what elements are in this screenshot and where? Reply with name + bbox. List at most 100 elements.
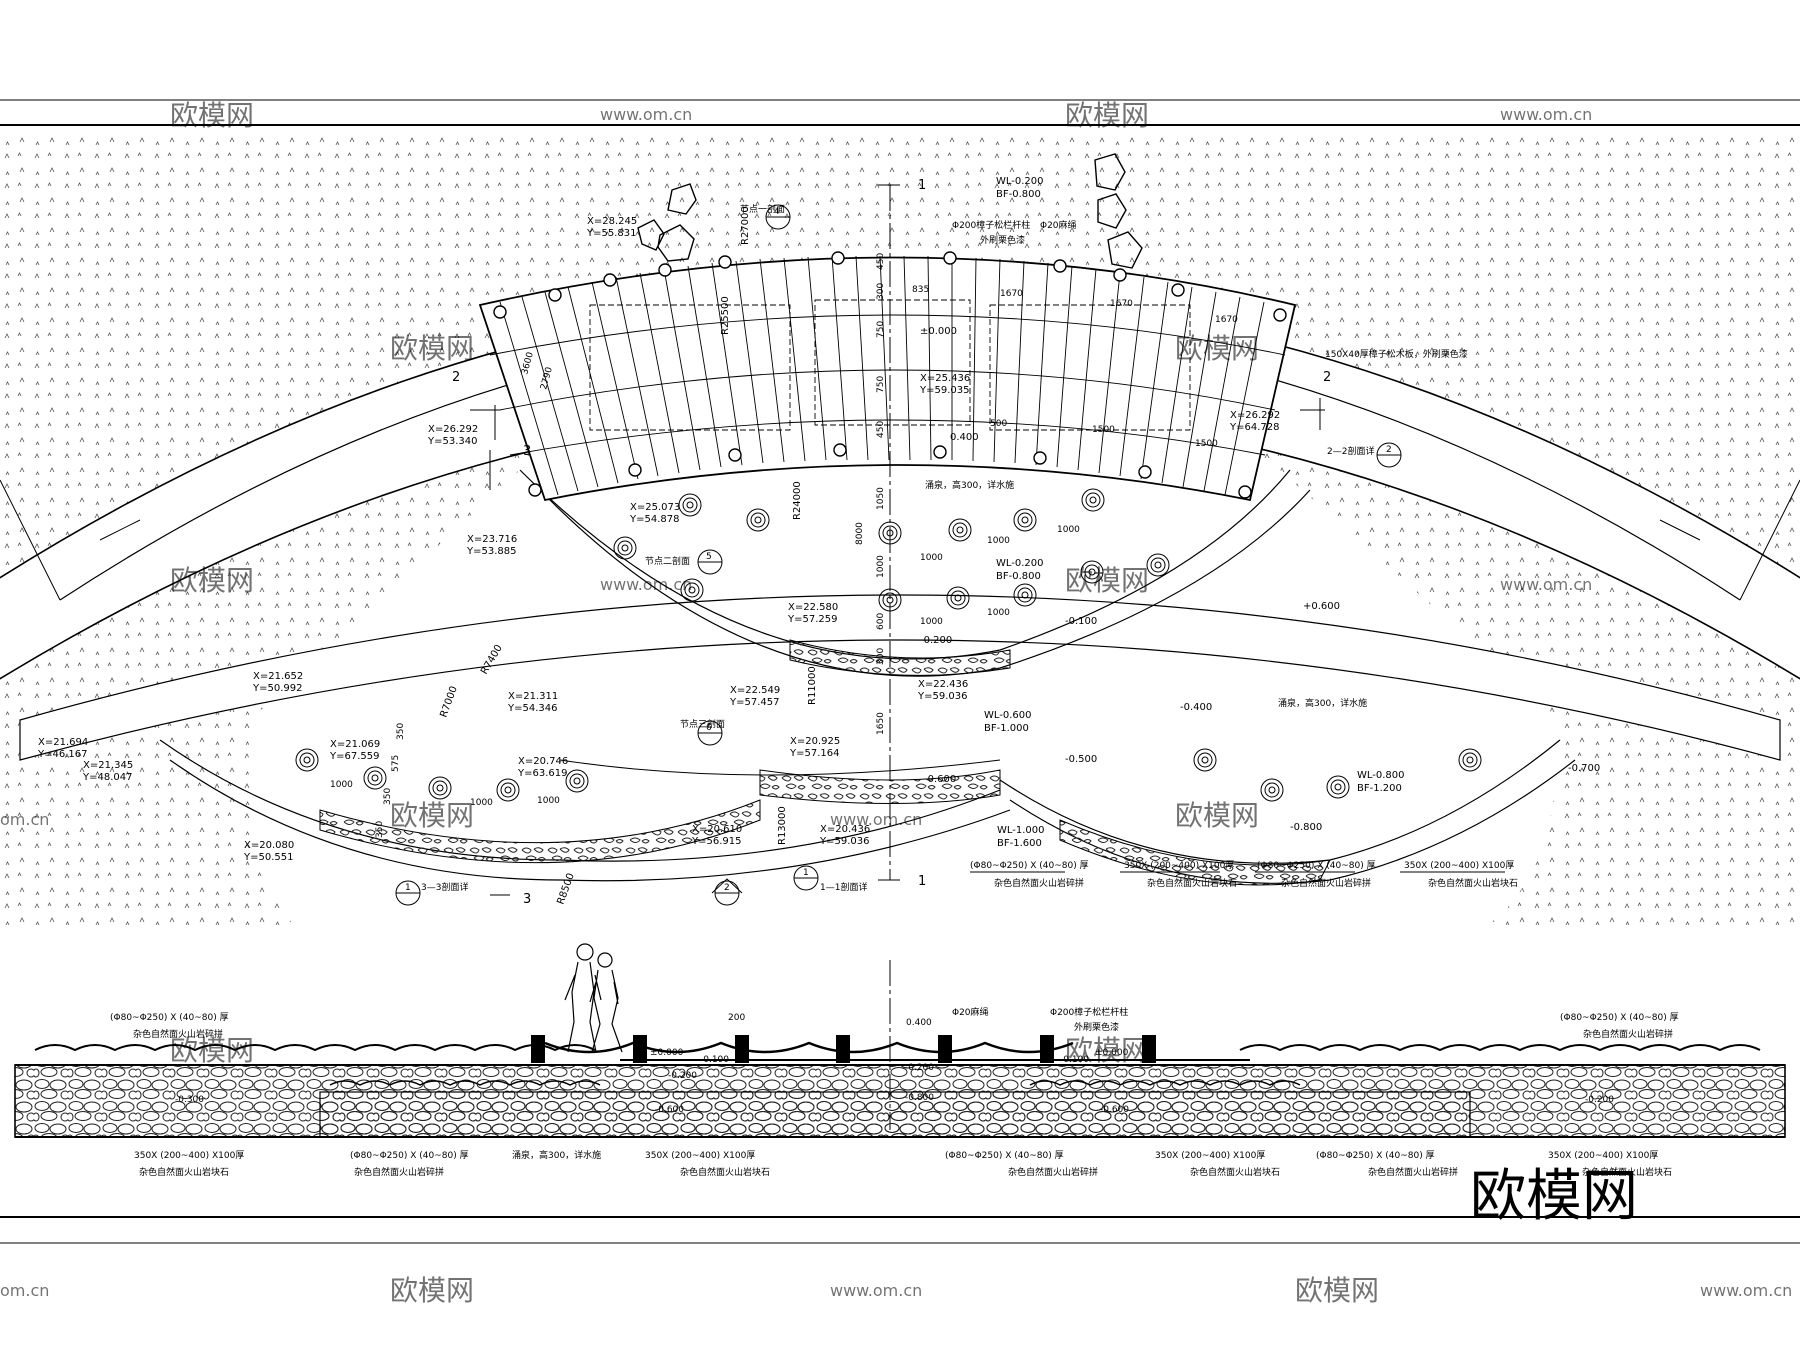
svg-text:2—2剖面详: 2—2剖面详 xyxy=(1327,445,1374,457)
rubble-band-4 xyxy=(1059,819,1331,886)
svg-text:2: 2 xyxy=(724,883,730,893)
svg-text:Y=46.167: Y=46.167 xyxy=(37,749,87,760)
svg-text:1—1剖面详: 1—1剖面详 xyxy=(820,881,867,893)
svg-text:欧模网: 欧模网 xyxy=(1065,1034,1149,1067)
svg-text:-0.700: -0.700 xyxy=(1568,763,1600,774)
svg-text:(Φ80~Φ250) X (40~80) 厚: (Φ80~Φ250) X (40~80) 厚 xyxy=(1257,860,1376,871)
svg-text:450: 450 xyxy=(876,253,886,270)
svg-text:X=25.073: X=25.073 xyxy=(630,502,680,513)
site-plan xyxy=(0,130,1800,925)
svg-text:2: 2 xyxy=(1386,445,1392,455)
svg-text:(Φ80~Φ250) X (40~80) 厚: (Φ80~Φ250) X (40~80) 厚 xyxy=(1560,1012,1679,1023)
svg-text:X=21.069: X=21.069 xyxy=(330,739,380,750)
svg-text:575: 575 xyxy=(391,755,401,772)
elevation-top-notes: (Φ80~Φ250) X (40~80) 厚 杂色自然面火山岩碎拼 (Φ80~Φ… xyxy=(110,1006,1679,1040)
fountain-jets xyxy=(295,488,1482,802)
svg-text:欧模网: 欧模网 xyxy=(170,564,254,597)
svg-text:1: 1 xyxy=(803,868,809,878)
svg-text:X=21.694: X=21.694 xyxy=(38,737,88,748)
svg-text:欧模网: 欧模网 xyxy=(1175,332,1259,365)
svg-text:WL-0.200: WL-0.200 xyxy=(996,176,1044,187)
svg-text:1: 1 xyxy=(918,874,926,889)
svg-text:1050: 1050 xyxy=(876,487,886,510)
svg-text:Y=64.728: Y=64.728 xyxy=(1229,422,1279,433)
svg-text:R25500: R25500 xyxy=(720,296,731,335)
svg-text:2: 2 xyxy=(1323,370,1331,385)
svg-text:1000: 1000 xyxy=(987,608,1010,618)
svg-text:(Φ80~Φ250) X (40~80) 厚: (Φ80~Φ250) X (40~80) 厚 xyxy=(1316,1150,1435,1161)
svg-text:1670: 1670 xyxy=(1215,315,1238,325)
svg-text:Y=50.551: Y=50.551 xyxy=(243,852,293,863)
svg-text:200: 200 xyxy=(728,1013,745,1023)
svg-text:om.cn: om.cn xyxy=(0,1281,49,1300)
svg-text:X=21.311: X=21.311 xyxy=(508,691,558,702)
svg-text:杂色自然面火山岩碎拼: 杂色自然面火山岩碎拼 xyxy=(1008,1166,1098,1178)
svg-text:欧模网: 欧模网 xyxy=(170,1034,254,1067)
svg-text:±0.000: ±0.000 xyxy=(650,1048,684,1058)
svg-text:300: 300 xyxy=(876,283,886,300)
svg-text:欧模网: 欧模网 xyxy=(1065,564,1149,597)
svg-text:X=21.652: X=21.652 xyxy=(253,671,303,682)
svg-text:杂色自然面火山岩块石: 杂色自然面火山岩块石 xyxy=(1582,1166,1672,1178)
svg-text:Y=53.340: Y=53.340 xyxy=(427,436,477,447)
svg-text:X=20.436: X=20.436 xyxy=(820,824,870,835)
svg-text:杂色自然面火山岩碎拼: 杂色自然面火山岩碎拼 xyxy=(1583,1028,1673,1040)
svg-text:Y=63.619: Y=63.619 xyxy=(517,768,567,779)
svg-text:涌泉，高300，详水施: 涌泉，高300，详水施 xyxy=(1278,697,1367,709)
svg-text:R13000: R13000 xyxy=(777,806,788,845)
coord-x: X=28.245 xyxy=(587,216,637,227)
svg-text:杂色自然面火山岩块石: 杂色自然面火山岩块石 xyxy=(1190,1166,1280,1178)
svg-text:1650: 1650 xyxy=(876,712,886,735)
svg-text:涌泉，高300，详水施: 涌泉，高300，详水施 xyxy=(512,1149,601,1161)
svg-text:Y=50.992: Y=50.992 xyxy=(252,683,302,694)
svg-text:杂色自然面火山岩块石: 杂色自然面火山岩块石 xyxy=(139,1166,229,1178)
section-lines xyxy=(470,184,1325,896)
svg-text:Y=67.559: Y=67.559 xyxy=(329,751,379,762)
svg-text:X=26.292: X=26.292 xyxy=(428,424,478,435)
svg-text:-0.600: -0.600 xyxy=(924,774,956,785)
svg-text:Y=57.259: Y=57.259 xyxy=(787,614,837,625)
brand-logo: 欧模网 xyxy=(1470,1164,1638,1229)
svg-text:350X (200~400) X100厚: 350X (200~400) X100厚 xyxy=(1548,1150,1658,1161)
svg-text:1670: 1670 xyxy=(1110,299,1133,309)
svg-text:350X (200~400) X100厚: 350X (200~400) X100厚 xyxy=(1404,860,1514,871)
svg-text:杂色自然面火山岩碎拼: 杂色自然面火山岩碎拼 xyxy=(354,1166,444,1178)
svg-text:350: 350 xyxy=(375,821,385,838)
svg-text:欧模网: 欧模网 xyxy=(1295,1274,1379,1307)
svg-text:6: 6 xyxy=(706,723,712,733)
svg-text:Φ20麻绳: Φ20麻绳 xyxy=(952,1006,989,1018)
svg-text:杂色自然面火山岩碎拼: 杂色自然面火山岩碎拼 xyxy=(1368,1166,1458,1178)
svg-text:-0.100: -0.100 xyxy=(1065,616,1097,627)
svg-text:-0.800: -0.800 xyxy=(1290,822,1322,833)
section-markers: 1 1 2 2 3 3 2—2剖面详 3—3剖面详 1—1剖面详 4 5 6 2 xyxy=(395,178,1402,907)
svg-text:R24000: R24000 xyxy=(792,481,803,520)
svg-text:www.om.cn: www.om.cn xyxy=(1500,575,1592,594)
svg-text:2: 2 xyxy=(452,370,460,385)
svg-text:-0.400: -0.400 xyxy=(1180,702,1212,713)
svg-text:Y=54.878: Y=54.878 xyxy=(629,514,679,525)
svg-text:4: 4 xyxy=(774,207,780,217)
svg-text:WL-0.600: WL-0.600 xyxy=(984,710,1032,721)
svg-text:1500: 1500 xyxy=(1195,439,1218,449)
planting-band xyxy=(34,1044,1761,1052)
svg-text:X=26.292: X=26.292 xyxy=(1230,410,1280,421)
svg-text:X=22.580: X=22.580 xyxy=(788,602,838,613)
svg-text:WL-0.800: WL-0.800 xyxy=(1357,770,1405,781)
svg-text:+0.600: +0.600 xyxy=(1303,601,1340,612)
svg-text:1: 1 xyxy=(405,883,411,893)
svg-text:1000: 1000 xyxy=(876,555,886,578)
watermarks: 欧模网 www.om.cn 欧模网 www.om.cn 欧模网 欧模网 欧模网 … xyxy=(0,99,1792,1307)
svg-text:www.om.cn: www.om.cn xyxy=(830,810,922,829)
svg-text:1670: 1670 xyxy=(1000,289,1023,299)
svg-text:8000: 8000 xyxy=(855,522,865,545)
people-figure xyxy=(564,943,623,1053)
svg-text:1000: 1000 xyxy=(470,798,493,808)
svg-text:Y=59.036: Y=59.036 xyxy=(819,836,869,847)
svg-text:Y=59.036: Y=59.036 xyxy=(917,691,967,702)
svg-text:外刷栗色漆: 外刷栗色漆 xyxy=(980,234,1025,246)
svg-text:Y=57.457: Y=57.457 xyxy=(729,697,779,708)
svg-text:X=20.080: X=20.080 xyxy=(244,840,294,851)
svg-text:1000: 1000 xyxy=(920,553,943,563)
